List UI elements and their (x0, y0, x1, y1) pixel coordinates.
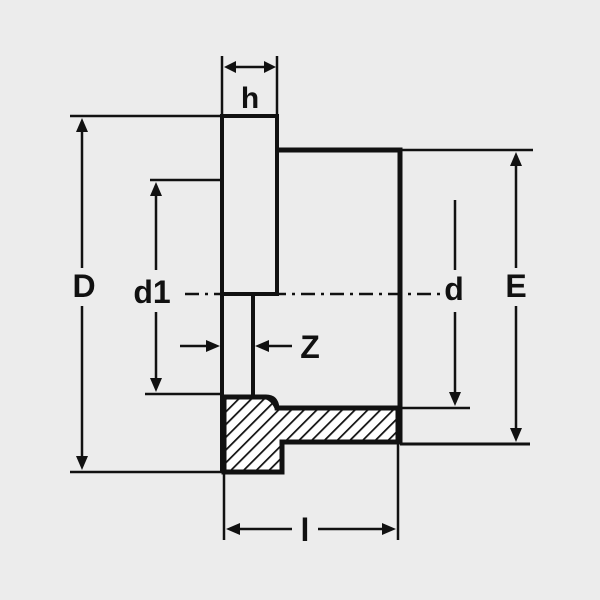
dimension-d1: d1 (133, 182, 171, 392)
bore-lip (252, 395, 278, 409)
dimension-h: h (224, 61, 276, 115)
label-d: d (444, 271, 464, 307)
extension-lines (70, 56, 533, 540)
part-outline (220, 114, 530, 475)
dimension-d: d (444, 200, 464, 406)
hatched-section (221, 394, 401, 475)
label-h: h (241, 82, 259, 115)
dimension-z: Z (180, 329, 320, 365)
flange-upper (220, 114, 279, 296)
label-E: E (505, 268, 526, 304)
dimension-l: l (226, 512, 396, 548)
label-D: D (72, 268, 95, 304)
label-d1: d1 (133, 274, 170, 310)
label-Z: Z (300, 329, 320, 365)
dimension-e: E (505, 152, 527, 442)
body-outline (277, 147, 403, 444)
dimension-d-outer: D (72, 118, 96, 470)
label-l: l (301, 512, 310, 548)
